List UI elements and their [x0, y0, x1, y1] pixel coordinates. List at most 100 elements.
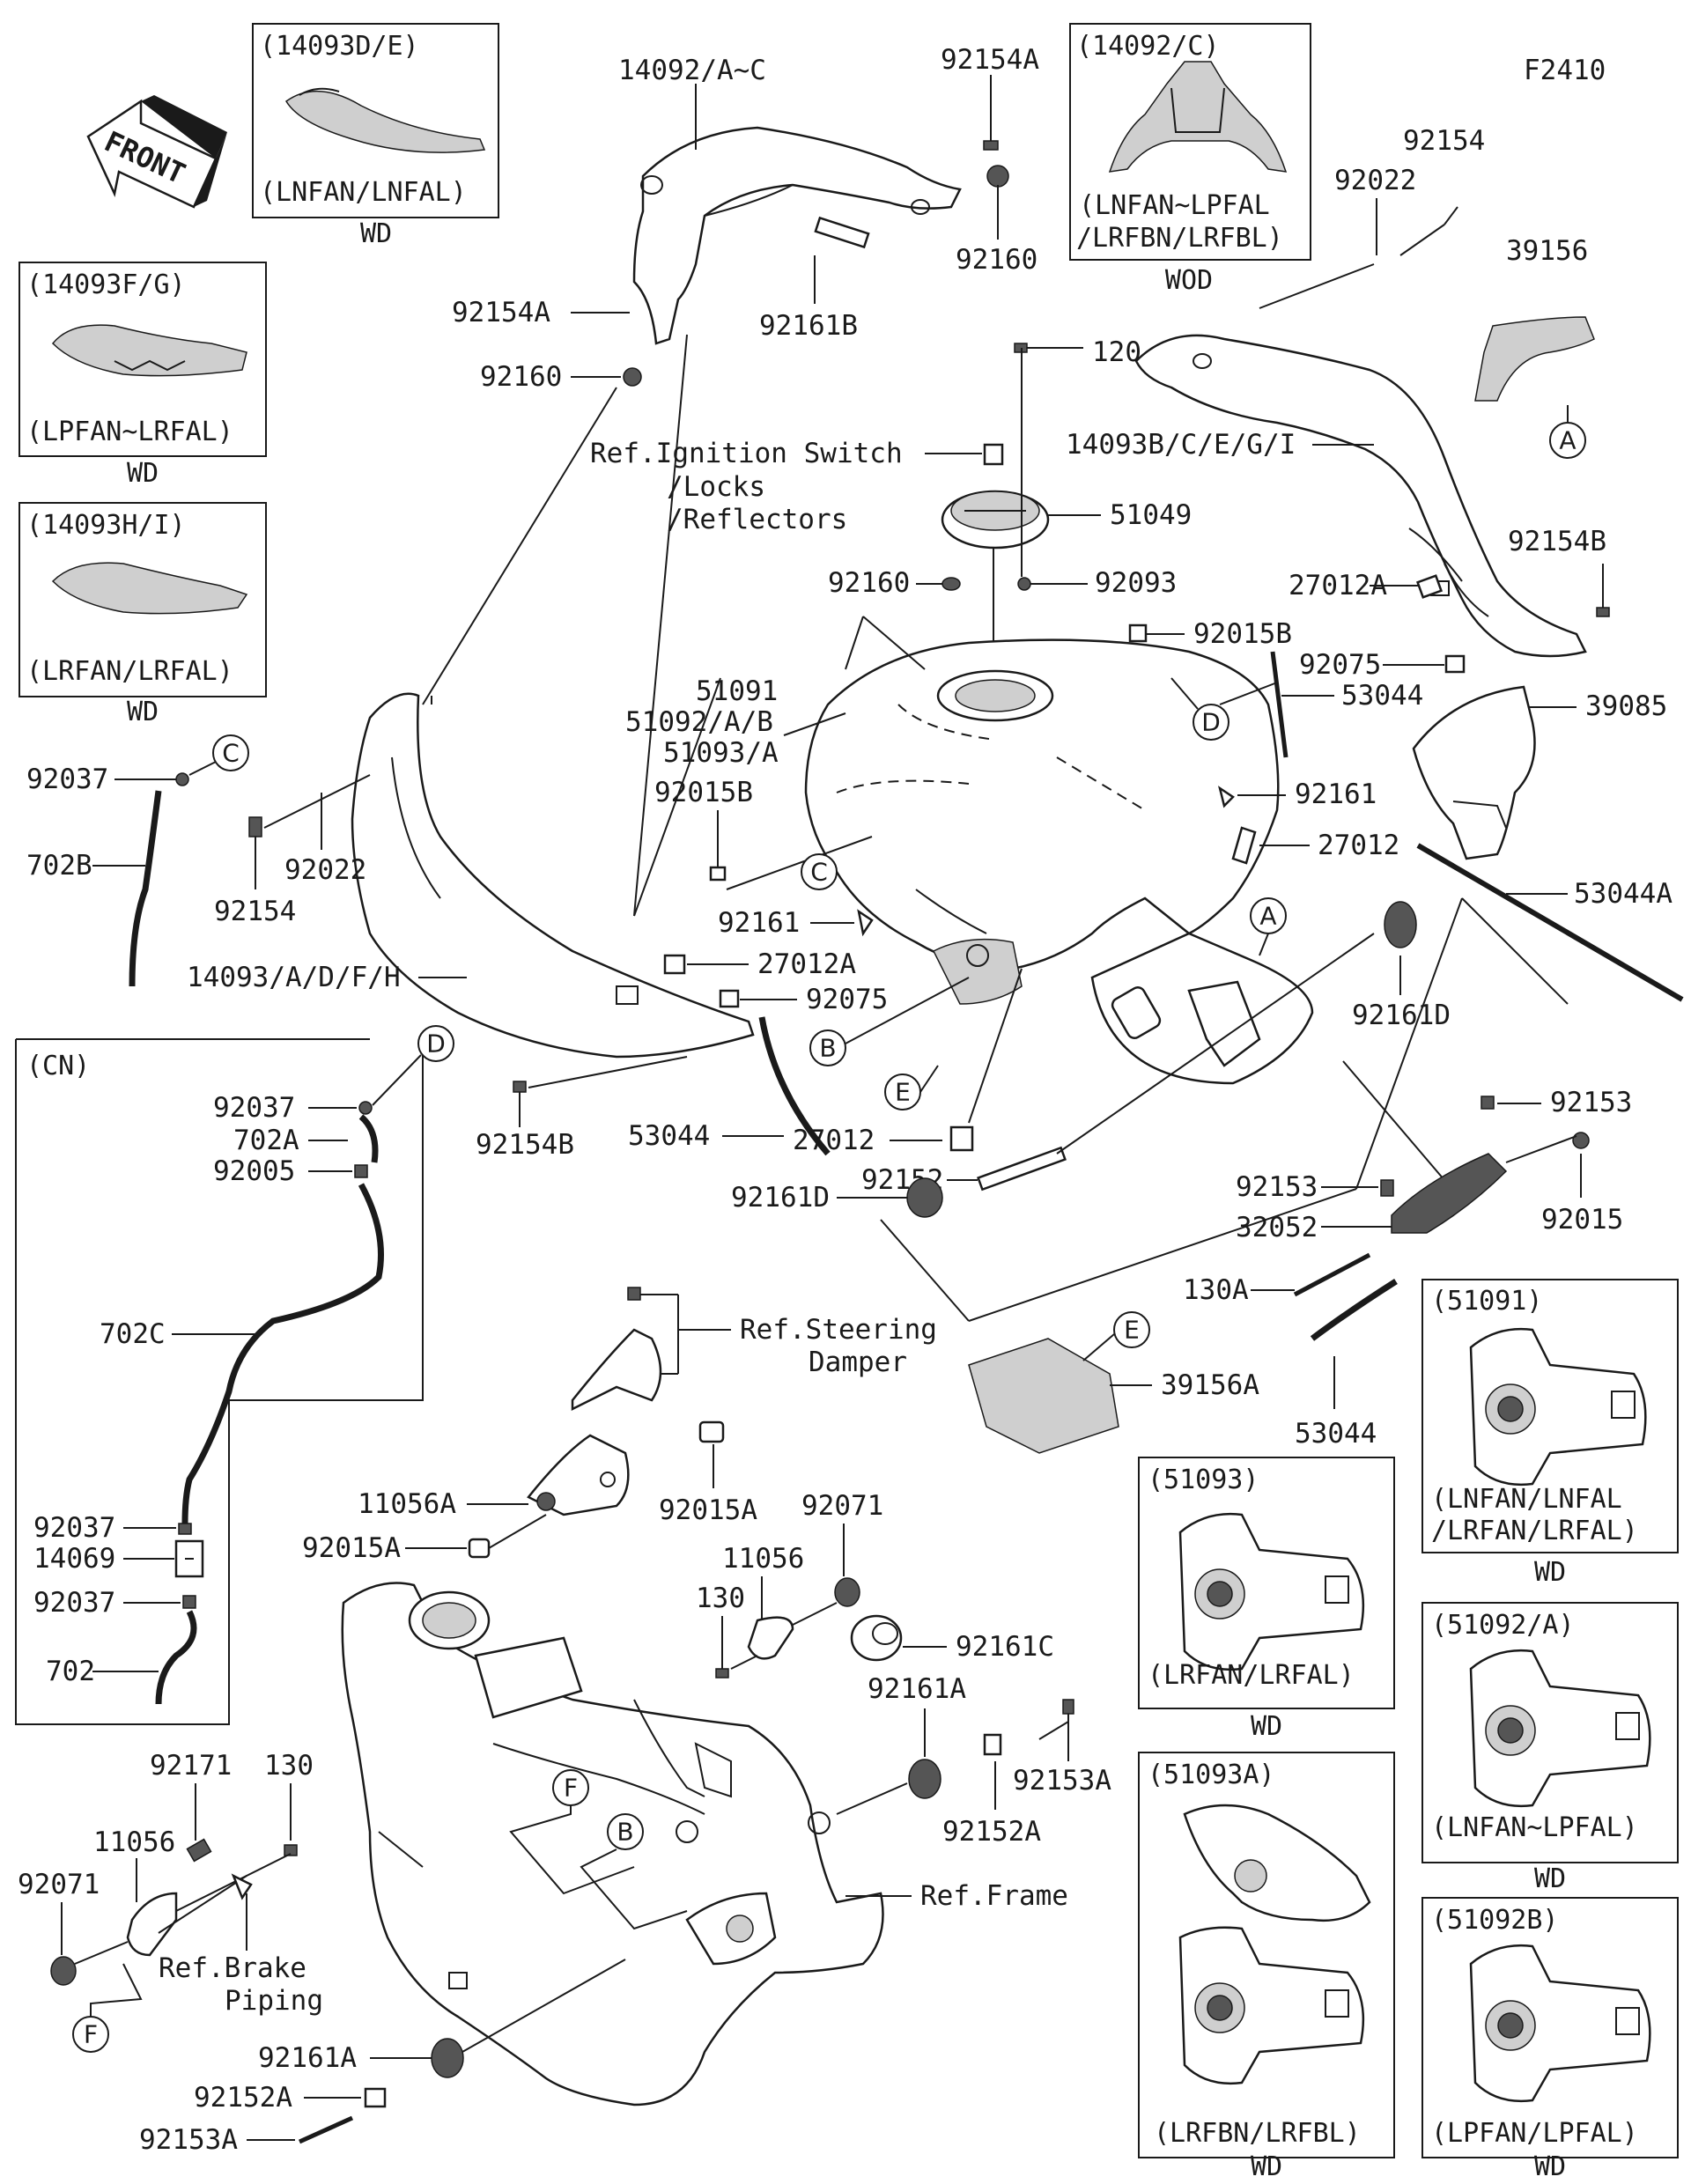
- upper-cover-14092: [632, 126, 962, 345]
- fuel-tank: [804, 638, 1314, 1085]
- hose-702C: [181, 1183, 384, 1524]
- inset-footer: WD: [1534, 1557, 1566, 1588]
- label-53044-low: 53044: [1295, 1418, 1377, 1450]
- label-130-low: 130: [264, 1750, 314, 1782]
- cn-92037-a: 92037: [213, 1092, 295, 1124]
- callout-F-frame: F: [564, 1774, 578, 1803]
- label-92071-low: 92071: [18, 1869, 100, 1900]
- inset-title: (14092/C): [1076, 31, 1220, 62]
- cn-14069: 14069: [33, 1543, 115, 1575]
- inset-models: (LPFAN~LRFAL): [26, 417, 233, 447]
- inset-51093A: (51093A) (LRFBN/LRFBL) WD: [1138, 1752, 1395, 2182]
- label-92161B: 92161B: [759, 310, 858, 342]
- inset-51092A: (51092/A) (LNFAN~LPFAL) WD: [1421, 1602, 1679, 1894]
- inset-14093FG: (14093F/G) (LPFAN~LRFAL) WD: [18, 262, 267, 489]
- inset-title: (14093H/I): [26, 510, 186, 541]
- label-39156A: 39156A: [1161, 1369, 1259, 1401]
- left-cover-14093A: [351, 692, 755, 1059]
- inset-51093: (51093) (LRFAN/LRFAL) WD: [1138, 1457, 1395, 1742]
- label-53044-top: 53044: [1341, 680, 1423, 712]
- ref-ignition: Ref.Ignition Switch: [590, 438, 903, 469]
- hose-702B: [129, 790, 162, 987]
- label-92161A-top: 92161A: [868, 1673, 966, 1705]
- label-92154-right: 92154: [1403, 125, 1485, 157]
- inset-title: (51092/A): [1431, 1610, 1575, 1641]
- callout-B-mid: B: [819, 1034, 836, 1063]
- callout-B-frame: B: [617, 1818, 633, 1847]
- label-92153A-top: 92153A: [1013, 1765, 1111, 1797]
- inset-footer: WD: [360, 218, 392, 249]
- inset-footer: WD: [127, 697, 159, 727]
- callout-A-right: A: [1559, 426, 1576, 455]
- callout-D-left: D: [426, 1029, 446, 1059]
- label-11056A: 11056A: [358, 1488, 456, 1520]
- label-92161A-low: 92161A: [258, 2042, 357, 2074]
- inset-models: (LRFAN/LRFAL): [26, 656, 233, 687]
- label-51092: 51092/A/B: [625, 706, 773, 738]
- callout-F-low: F: [84, 2020, 98, 2049]
- label-92154B-left: 92154B: [476, 1129, 574, 1161]
- inset-51092B: (51092B) (LPFAN/LPFAL) WD: [1421, 1897, 1679, 2182]
- ref-ignition-2: /Locks: [667, 471, 765, 503]
- label-14093BCEGI: 14093B/C/E/G/I: [1066, 429, 1296, 461]
- right-cover-14093B: [1134, 334, 1587, 658]
- cn-92005: 92005: [213, 1155, 295, 1187]
- inset-footer: WD: [1534, 1863, 1566, 1894]
- inset-51091: (51091) (LNFAN/LNFAL /LRFAN/LRFAL) WD: [1421, 1279, 1679, 1588]
- front-arrow-icon: FRONT: [86, 95, 227, 209]
- cn-702C: 702C: [100, 1318, 166, 1350]
- label-92075-left: 92075: [806, 984, 888, 1015]
- label-92161D-right: 92161D: [1352, 1000, 1451, 1031]
- callout-E-mid: E: [895, 1078, 911, 1107]
- label-92160-left: 92160: [480, 361, 562, 393]
- label-92154B-right: 92154B: [1508, 526, 1606, 557]
- inset-models: (LNFAN/LNFAL: [1431, 1484, 1622, 1515]
- inset-title: (CN): [26, 1051, 90, 1081]
- label-14092: 14092/A~C: [618, 55, 766, 86]
- label-92015B-top: 92015B: [1193, 618, 1292, 650]
- cn-702: 702: [46, 1656, 95, 1687]
- label-92153A-low: 92153A: [139, 2124, 238, 2156]
- callout-A-mid: A: [1259, 902, 1276, 931]
- label-92160-mid: 92160: [828, 567, 910, 599]
- label-120: 120: [1092, 336, 1141, 368]
- label-14093ADFH: 14093/A/D/F/H: [187, 962, 401, 993]
- inset-models: (LPFAN/LPFAL): [1431, 2118, 1638, 2149]
- label-51091: 51091: [696, 675, 778, 707]
- label-92154A-left: 92154A: [452, 297, 550, 328]
- ref-brake-2: Piping: [225, 1985, 323, 2017]
- inset-footer: WD: [1251, 2151, 1282, 2182]
- inset-models: (LNFAN~LPFAL: [1079, 190, 1270, 221]
- label-92153-b: 92153: [1236, 1171, 1318, 1203]
- label-92161-right: 92161: [1295, 778, 1377, 810]
- label-92152A-top: 92152A: [942, 1816, 1041, 1848]
- label-92152A-low: 92152A: [194, 2082, 292, 2114]
- fuel-cap-51049: [941, 490, 1050, 550]
- label-51049: 51049: [1110, 499, 1192, 531]
- label-92015A-left: 92015A: [302, 1532, 401, 1564]
- label-92161C: 92161C: [956, 1631, 1054, 1663]
- label-92153-a: 92153: [1550, 1087, 1632, 1118]
- label-92022-right: 92022: [1334, 165, 1416, 196]
- inset-models: (LNFAN/LNFAL): [260, 177, 467, 208]
- label-27012-right: 27012: [1318, 830, 1399, 861]
- ref-brake: Ref.Brake: [159, 1952, 306, 1984]
- inset-footer: WOD: [1165, 265, 1213, 296]
- label-92075-right: 92075: [1299, 649, 1381, 681]
- bushing-92161C: [850, 1614, 903, 1662]
- inset-models: (LRFAN/LRFAL): [1148, 1660, 1355, 1691]
- label-51093: 51093/A: [663, 737, 779, 769]
- label-92154A-top: 92154A: [941, 44, 1039, 76]
- label-39085: 39085: [1585, 690, 1667, 722]
- figure-code: F2410: [1524, 55, 1606, 86]
- label-92022-left: 92022: [284, 854, 366, 886]
- label-92093: 92093: [1095, 567, 1177, 599]
- callout-C-left: C: [222, 739, 240, 768]
- sticker-39156A: [968, 1338, 1119, 1454]
- ref-steering-2: Damper: [809, 1347, 907, 1378]
- cn-702A: 702A: [233, 1125, 299, 1156]
- ref-ignition-3: /Reflectors: [667, 504, 847, 535]
- inset-models-2: /LRFBN/LRFBL): [1076, 223, 1283, 254]
- label-32052: 32052: [1236, 1212, 1318, 1243]
